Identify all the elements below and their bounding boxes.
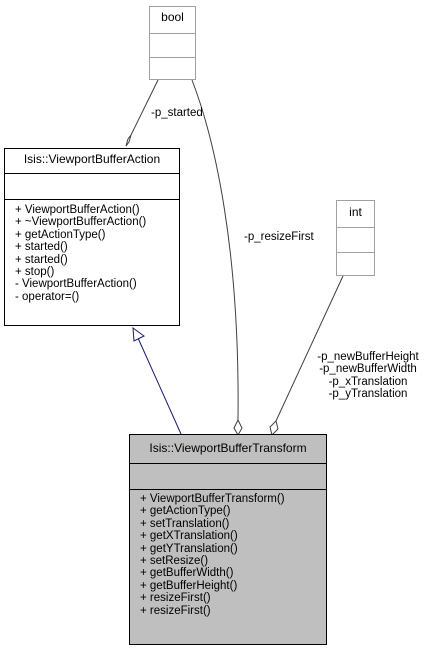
class-viewport-buffer-action-attributes <box>5 173 179 199</box>
viewport-buffer-transform-method-list: + ViewportBufferTransform() + getActionT… <box>130 490 326 617</box>
class-viewport-buffer-action-title: Isis::ViewportBufferAction <box>23 152 161 166</box>
edge-p-started <box>130 79 159 136</box>
class-bool-title: bool <box>161 10 184 24</box>
edge-label-int-members: -p_newBufferHeight -p_newBufferWidth -p_… <box>308 351 428 401</box>
method-item: + stop() <box>15 266 55 279</box>
edge-label-x-translation: -p_xTranslation <box>328 375 408 388</box>
class-viewport-buffer-transform-attributes <box>130 463 326 489</box>
class-bool[interactable]: bool <box>149 6 196 80</box>
class-int-attributes <box>337 227 374 252</box>
edge-label-p-resize-first: -p_resizeFirst <box>244 231 314 243</box>
edge-label-new-buffer-height: -p_newBufferHeight <box>317 351 419 363</box>
method-item: + getXTranslation() <box>140 530 238 543</box>
method-item: + getActionType() <box>140 505 231 518</box>
class-int-methods <box>337 252 374 275</box>
edge-label-p-started: -p_started <box>151 107 203 119</box>
method-item: + started() <box>15 253 68 266</box>
method-item: + getActionType() <box>15 228 106 241</box>
viewport-buffer-action-method-list: + ViewportBufferAction() + ~ViewportBuff… <box>5 200 179 303</box>
class-int-title: int <box>349 205 362 219</box>
aggregation-diamond-p-started <box>125 134 132 147</box>
edge-int-members <box>275 275 344 422</box>
method-item: + resizeFirst() <box>140 604 211 617</box>
aggregation-diamond-int-members <box>269 420 279 436</box>
edge-label-y-translation: -p_yTranslation <box>328 388 408 401</box>
inheritance-arrowhead <box>132 326 145 342</box>
method-item: + started() <box>15 241 68 254</box>
method-item: - operator=() <box>15 290 80 303</box>
method-item: + resizeFirst() <box>140 592 211 605</box>
class-viewport-buffer-action[interactable]: Isis::ViewportBufferAction + ViewportBuf… <box>4 148 180 326</box>
class-viewport-buffer-transform-title: Isis::ViewportBufferTransform <box>149 441 307 455</box>
class-bool-attributes <box>150 33 195 57</box>
method-item: + ViewportBufferTransform() <box>140 493 285 505</box>
method-item: + setTranslation() <box>140 517 230 530</box>
class-viewport-buffer-transform[interactable]: Isis::ViewportBufferTransform + Viewport… <box>129 434 327 645</box>
method-item: + ViewportBufferAction() <box>15 204 140 216</box>
edge-inheritance <box>137 337 182 435</box>
method-item: + ~ViewportBufferAction() <box>15 216 147 229</box>
class-viewport-buffer-action-methods: + ViewportBufferAction() + ~ViewportBuff… <box>5 199 179 325</box>
edge-label-new-buffer-width: -p_newBufferWidth <box>319 363 417 376</box>
class-bool-methods <box>150 57 195 79</box>
class-int[interactable]: int <box>336 200 375 276</box>
method-item: - ViewportBufferAction() <box>15 278 137 291</box>
method-item: + setResize() <box>140 555 209 568</box>
edge-p-resize-first <box>191 79 239 421</box>
method-item: + getYTranslation() <box>140 542 238 555</box>
aggregation-diamond-p-resize-first <box>233 418 243 437</box>
class-viewport-buffer-transform-methods: + ViewportBufferTransform() + getActionT… <box>130 489 326 644</box>
method-item: + getBufferHeight() <box>140 579 238 592</box>
method-item: + getBufferWidth() <box>140 567 234 580</box>
